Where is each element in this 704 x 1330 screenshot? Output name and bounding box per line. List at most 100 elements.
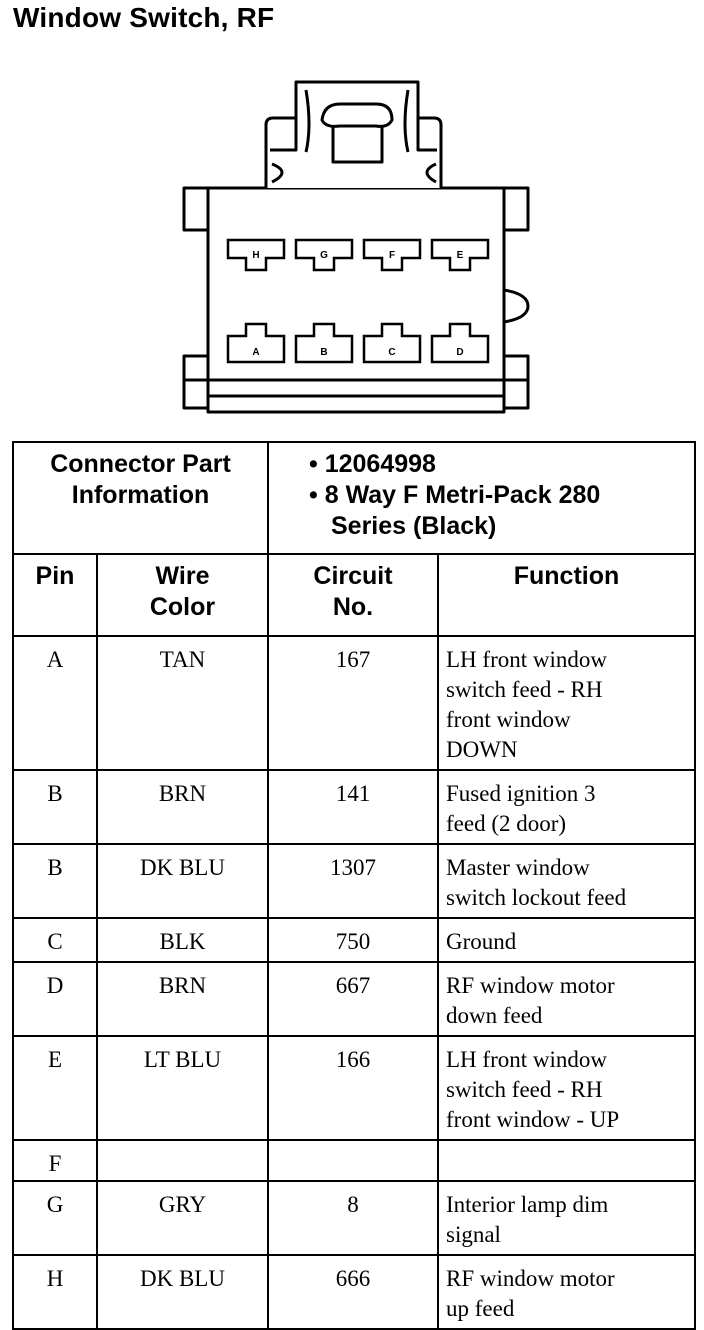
- function-line: switch feed - RH: [446, 677, 603, 702]
- circuit-cell: 141: [267, 769, 439, 845]
- wire-color-cell: [96, 1139, 269, 1182]
- col-header-function-text: Function: [513, 562, 620, 590]
- pin-cell: C: [12, 917, 98, 963]
- pin-cell: F: [12, 1139, 98, 1182]
- function-line: signal: [446, 1222, 501, 1247]
- pin-cell: B: [12, 843, 98, 919]
- function-cell: RF window motor down feed: [437, 961, 696, 1037]
- connector-body: [206, 186, 506, 414]
- function-line: Fused ignition 3: [446, 781, 596, 806]
- circuit-cell: [267, 1139, 439, 1182]
- function-cell: Fused ignition 3 feed (2 door): [437, 769, 696, 845]
- circuit-cell: 1307: [267, 843, 439, 919]
- function-line: Ground: [446, 929, 517, 954]
- wire-color-cell: DK BLU: [96, 1254, 269, 1330]
- col-header-circuit-2: No.: [332, 593, 374, 621]
- col-header-wire-color-1: Wire: [155, 562, 210, 590]
- circuit-cell: 166: [267, 1035, 439, 1141]
- pin-cavity-f: [362, 238, 422, 272]
- wire-color-cell: BRN: [96, 769, 269, 845]
- connector-info-values: • 12064998 • 8 Way F Metri-Pack 280 Seri…: [267, 441, 696, 555]
- connector-info-label: Connector Part Information: [12, 441, 269, 555]
- function-line: DOWN: [446, 737, 518, 762]
- bullet-icon: •: [309, 450, 318, 478]
- function-line: switch feed - RH: [446, 1077, 603, 1102]
- wire-color-cell: BRN: [96, 961, 269, 1037]
- function-line: front window - UP: [446, 1107, 620, 1132]
- pin-cell: B: [12, 769, 98, 845]
- wire-color-cell: LT BLU: [96, 1035, 269, 1141]
- wire-color-cell: BLK: [96, 917, 269, 963]
- col-header-function: Function: [437, 553, 696, 637]
- connector-info-label-line2: Information: [71, 481, 210, 509]
- col-header-wire-color-2: Color: [149, 593, 216, 621]
- pin-cavities-bottom: [226, 322, 490, 364]
- circuit-cell: 8: [267, 1180, 439, 1256]
- function-cell: LH front window switch feed - RH front win…: [437, 1035, 696, 1141]
- connector-info-label-line1: Connector Part: [50, 450, 231, 478]
- function-line: Interior lamp dim: [446, 1192, 609, 1217]
- part-number: 12064998: [324, 450, 436, 478]
- pin-cavity-a: [226, 322, 286, 364]
- pin-cavity-g: [294, 238, 354, 272]
- wire-color-cell: DK BLU: [96, 843, 269, 919]
- pin-label-a: A: [252, 347, 259, 358]
- function-line: feed (2 door): [446, 811, 567, 836]
- function-cell: LH front window switch feed - RH front win…: [437, 635, 696, 771]
- connector-description-2: Series (Black): [331, 512, 497, 540]
- function-cell: [437, 1139, 696, 1182]
- pin-cavity-h: [226, 238, 286, 272]
- connector-description-line: • 8 Way F Metri-Pack 280: [309, 480, 694, 511]
- pin-label-g: G: [320, 250, 328, 261]
- circuit-cell: 750: [267, 917, 439, 963]
- function-line: Master window: [446, 855, 590, 880]
- circuit-cell: 167: [267, 635, 439, 771]
- function-cell: Interior lamp dim signal: [437, 1180, 696, 1256]
- pin-cavity-b: [294, 322, 354, 364]
- function-line: front window: [446, 707, 571, 732]
- function-line: switch lockout feed: [446, 885, 627, 910]
- pin-cell: A: [12, 635, 98, 771]
- circuit-cell: 666: [267, 1254, 439, 1330]
- connector-diagram: H G F E A B C D: [182, 80, 530, 414]
- function-line: RF window motor: [446, 973, 615, 998]
- function-cell: Master window switch lockout feed: [437, 843, 696, 919]
- pin-label-b: B: [320, 347, 327, 358]
- pin-cavity-d: [430, 322, 490, 364]
- function-line: LH front window: [446, 647, 607, 672]
- page-title: Window Switch, RF: [13, 2, 275, 33]
- pin-cavity-c: [362, 322, 422, 364]
- function-cell: Ground: [437, 917, 696, 963]
- function-line: LH front window: [446, 1047, 607, 1072]
- connector-info-row: Connector Part Information • 12064998 • …: [12, 441, 696, 555]
- table-row: F: [12, 1139, 696, 1182]
- function-line: down feed: [446, 1003, 543, 1028]
- col-header-circuit-1: Circuit: [313, 562, 393, 590]
- pin-label-e: E: [457, 250, 464, 261]
- pin-label-f: F: [389, 250, 395, 261]
- connector-latch: [264, 80, 443, 188]
- pin-cell: G: [12, 1180, 98, 1256]
- wire-color-cell: TAN: [96, 635, 269, 771]
- pin-cell: H: [12, 1254, 98, 1330]
- function-line: up feed: [446, 1296, 515, 1321]
- pin-label-d: D: [456, 347, 463, 358]
- pin-cell: E: [12, 1035, 98, 1141]
- pin-cavities-top: [226, 238, 490, 272]
- pin-cavity-e: [430, 238, 490, 272]
- bullet-icon: •: [309, 481, 318, 509]
- connector-description-1: 8 Way F Metri-Pack 280: [324, 481, 601, 509]
- pin-cell: D: [12, 961, 98, 1037]
- col-header-pin: Pin: [12, 553, 98, 637]
